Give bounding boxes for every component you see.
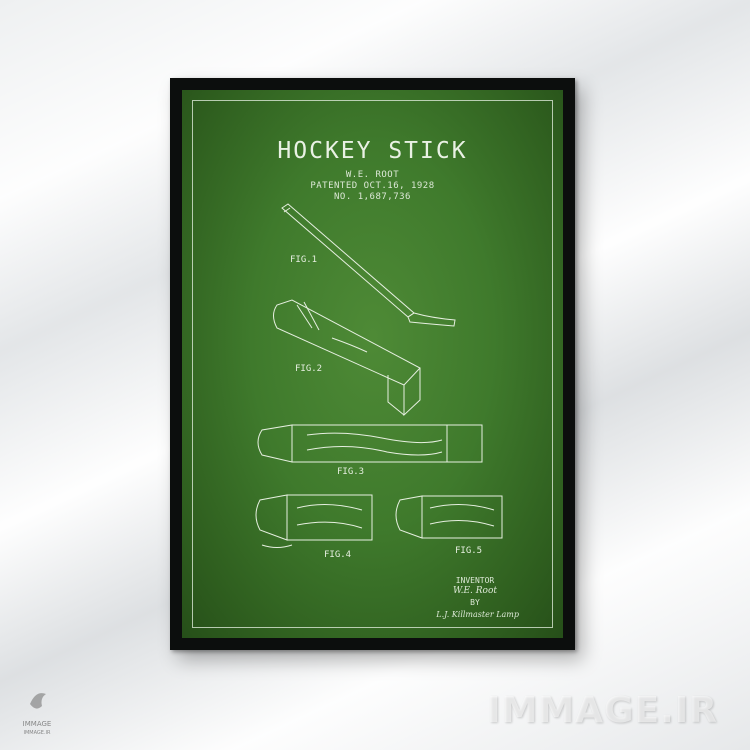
patent-date: PATENTED OCT.16, 1928 bbox=[310, 181, 435, 191]
fig1-label: FIG.1 bbox=[290, 255, 317, 265]
patent-poster: HOCKEY STICK W.E. ROOT PATENTED OCT.16, … bbox=[182, 90, 563, 638]
inventor-name: W.E. ROOT bbox=[345, 170, 400, 180]
fig4-section-drawing bbox=[255, 494, 373, 548]
fig5-section-drawing bbox=[395, 495, 503, 539]
attorney-signature: L.J. Killmaster Lamp bbox=[436, 610, 519, 619]
patent-number: NO. 1,687,736 bbox=[334, 192, 411, 202]
fig2-label: FIG.2 bbox=[295, 364, 322, 374]
watermark-logo-text: IMMAGE bbox=[23, 720, 52, 728]
fig3-section-drawing bbox=[257, 424, 483, 463]
fig3-label: FIG.3 bbox=[337, 467, 364, 477]
fig1-stick-drawing bbox=[281, 203, 456, 327]
by-label: BY bbox=[470, 598, 480, 607]
inventor-block: INVENTOR W.E. Root BY bbox=[453, 575, 497, 608]
fig4-label: FIG.4 bbox=[324, 550, 351, 560]
watermark-text: IMMAGE.IR bbox=[487, 690, 718, 731]
inventor-label: INVENTOR bbox=[455, 576, 495, 585]
fig2-handle-drawing bbox=[273, 299, 421, 417]
watermark-logo: IMMAGE IMMAGE.IR bbox=[23, 693, 52, 736]
watermark-logo-url: IMMAGE.IR bbox=[23, 730, 51, 736]
picture-frame: HOCKEY STICK W.E. ROOT PATENTED OCT.16, … bbox=[170, 78, 575, 650]
poster-title: HOCKEY STICK bbox=[277, 138, 468, 164]
patent-drawing: FIG.1 FIG.2 FIG.3 FIG.4 FIG.5 bbox=[255, 203, 503, 560]
fig5-label: FIG.5 bbox=[455, 546, 482, 556]
inventor-signature: W.E. Root bbox=[452, 586, 497, 596]
poster-border bbox=[192, 100, 553, 628]
